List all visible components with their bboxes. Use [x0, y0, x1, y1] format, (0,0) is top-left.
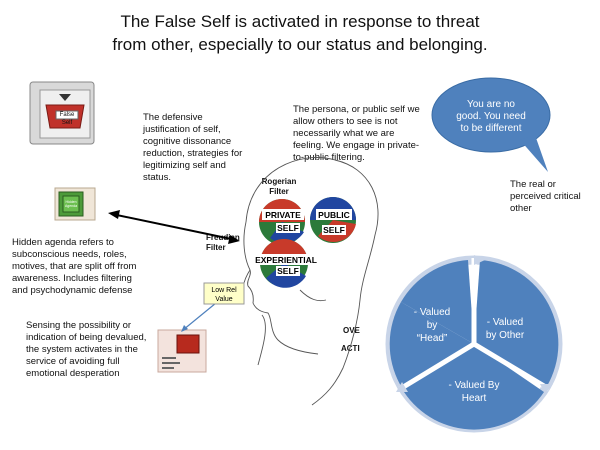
defensive-text: The defensive justification of self, cog…: [143, 112, 243, 183]
hidden-agenda-label: Hidden Agenda: [64, 200, 78, 208]
segment-head: [401, 260, 474, 344]
critical-other-text: The real or perceived critical other: [510, 179, 581, 214]
hidden-agenda-text: Hidden agenda refers to subconscious nee…: [12, 237, 137, 296]
false-self-label: False Self: [59, 112, 75, 126]
public-label: PUBLIC: [318, 210, 350, 220]
svg-text:Heart: Heart: [462, 393, 487, 404]
head-sketch-icon: [242, 157, 379, 406]
svg-text:Value: Value: [215, 296, 232, 303]
private-self-circle-icon: [259, 199, 305, 245]
svg-text:- Valued: - Valued: [414, 307, 451, 318]
false-self-box-icon: [29, 81, 95, 145]
experiential-self-label: SELF: [277, 266, 299, 276]
valued-cycle-diagram: - Valued by “Head” - Valued by Other - V…: [385, 255, 563, 433]
sensing-text: Sensing the possibility or indication of…: [26, 320, 147, 379]
persona-text: The persona, or public self we allow oth…: [293, 104, 420, 163]
public-self-label: SELF: [323, 225, 345, 235]
title-line-2: from other, especially to our status and…: [112, 35, 488, 54]
svg-text:- Valued: - Valued: [487, 317, 524, 328]
svg-text:good. You need: good. You need: [456, 111, 526, 122]
svg-text:“Head”: “Head”: [417, 333, 448, 344]
critical-speech-bubble: You are no good. You need to be differen…: [431, 77, 551, 172]
red-system-box-icon: [157, 329, 207, 373]
low-rel-value-box: Low Rel Value: [203, 282, 245, 305]
svg-text:You are no: You are no: [467, 99, 515, 110]
svg-text:by Other: by Other: [486, 330, 525, 341]
private-self-label: SELF: [277, 223, 299, 233]
hidden-agenda-box-icon: [54, 187, 96, 221]
experiential-label: EXPERIENTIAL: [255, 255, 317, 265]
svg-text:Low Rel: Low Rel: [211, 287, 237, 294]
slide-title: The False Self is activated in response …: [0, 10, 600, 56]
private-label: PRIVATE: [265, 210, 301, 220]
double-arrow-icon: [108, 210, 240, 244]
rogerian-filter-label: Rogerian Filter: [261, 177, 297, 196]
svg-text:to be different: to be different: [461, 123, 522, 134]
ove-fragment: OVE: [343, 326, 360, 335]
segment-heart: [404, 344, 544, 430]
svg-text:by: by: [427, 320, 438, 331]
low-rel-arrow-icon: [181, 302, 217, 332]
svg-text:- Valued By: - Valued By: [449, 380, 500, 391]
title-line-1: The False Self is activated in response …: [120, 12, 480, 31]
